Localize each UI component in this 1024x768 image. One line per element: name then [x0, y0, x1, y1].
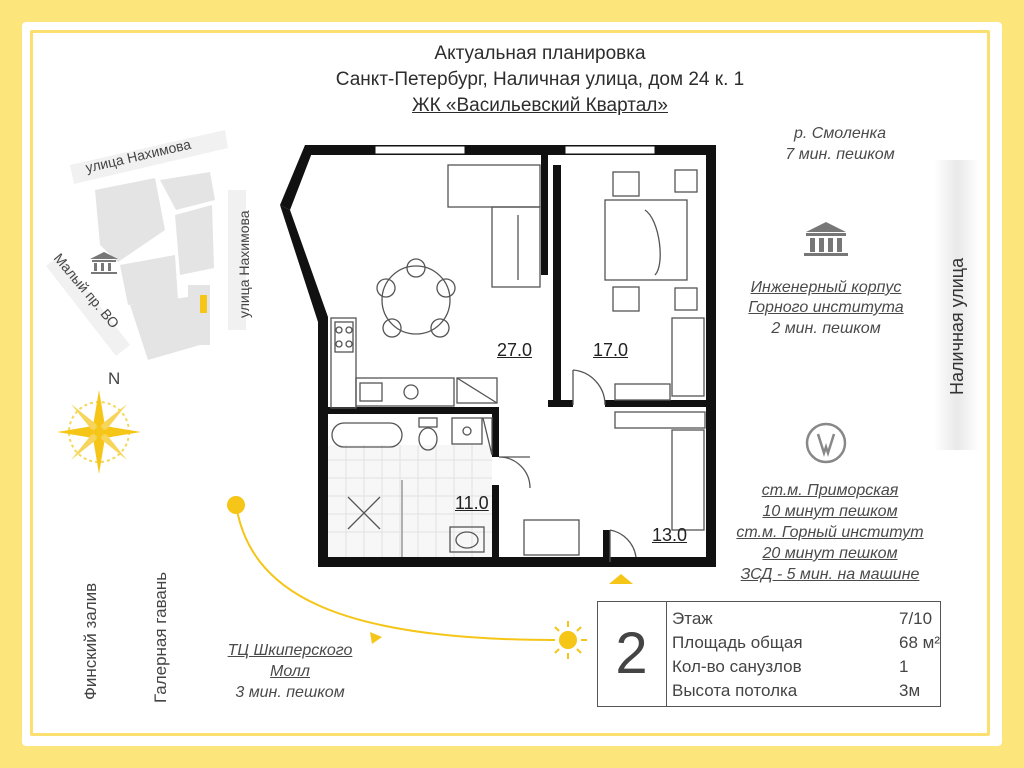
room-area-bedroom: 17.0 [593, 340, 629, 360]
header-complex: ЖК «Васильевский Квартал» [412, 95, 668, 116]
furniture [330, 164, 706, 562]
mall-name-1: ТЦ Шкиперского [227, 642, 353, 659]
street-strip-top [70, 130, 228, 184]
nalichnaya-label: Наличная улица [947, 257, 967, 395]
map-buildings [95, 172, 215, 360]
info-label-area: Площадь общая [672, 633, 803, 652]
sun-path-arrow [370, 632, 382, 644]
info-box [597, 601, 941, 707]
museum-icon-small [90, 252, 118, 274]
info-label-bathrooms: Кол-во санузлов [672, 657, 802, 676]
museum-icon [804, 222, 848, 256]
info-value-area: 68 м² [899, 633, 940, 652]
info-value-bathrooms: 1 [899, 657, 909, 676]
mall-time: 3 мин. пешком [235, 684, 345, 701]
sofa-back [447, 164, 541, 208]
room-area-living: 27.0 [497, 340, 533, 360]
smolenka-time: 7 мин. пешком [785, 146, 895, 163]
street-band [934, 160, 980, 450]
bath-tiles [328, 445, 492, 557]
gorny-time: 2 мин. пешком [771, 320, 881, 337]
info-value-ceiling: 3м [899, 681, 921, 700]
metro1-time: 10 минут пешком [762, 503, 898, 520]
smolenka-name: р. Смоленка [793, 125, 887, 142]
galernaya-label: Галерная гавань [151, 571, 170, 703]
windows [374, 145, 656, 155]
frame-border [30, 30, 990, 736]
zsd-time: ЗСД - 5 мин. на машине [740, 566, 920, 583]
header-address: Санкт-Петербург, Наличная улица, дом 24 … [335, 69, 745, 90]
info-value-floor: 7/10 [899, 609, 933, 628]
header-title: Актуальная планировка [434, 43, 646, 64]
sun-start-icon [227, 496, 245, 514]
finskiy-label: Финский залив [81, 582, 100, 700]
street-label-vertical: улица Нахимова [236, 210, 252, 318]
sofa [491, 206, 541, 288]
compass-label: N [108, 369, 121, 388]
metro1-name: ст.м. Приморская [761, 482, 899, 499]
gorny-name-2: Горного института [748, 299, 904, 316]
floor-plan-walls [280, 145, 716, 567]
info-label-ceiling: Высота потолка [672, 681, 798, 700]
building-highlight [200, 295, 207, 313]
compass-icon [57, 390, 141, 474]
mall-name-2: Молл [270, 663, 310, 680]
street-strip-malyi [46, 255, 130, 356]
street-strip-vertical [228, 190, 246, 330]
metro-icon [805, 422, 847, 464]
info-label-floor: Этаж [672, 609, 713, 628]
room-area-hall: 13.0 [652, 525, 688, 545]
metro2-name: ст.м. Горный институт [736, 524, 924, 541]
entrance-marker [609, 574, 633, 584]
apartment-number: 2 [597, 601, 667, 707]
sun-icon [549, 621, 587, 659]
gorny-name-1: Инженерный корпус [750, 279, 902, 296]
metro2-time: 20 минут пешком [762, 545, 898, 562]
sun-path [235, 504, 556, 641]
room-area-bath: 11.0 [455, 493, 489, 513]
